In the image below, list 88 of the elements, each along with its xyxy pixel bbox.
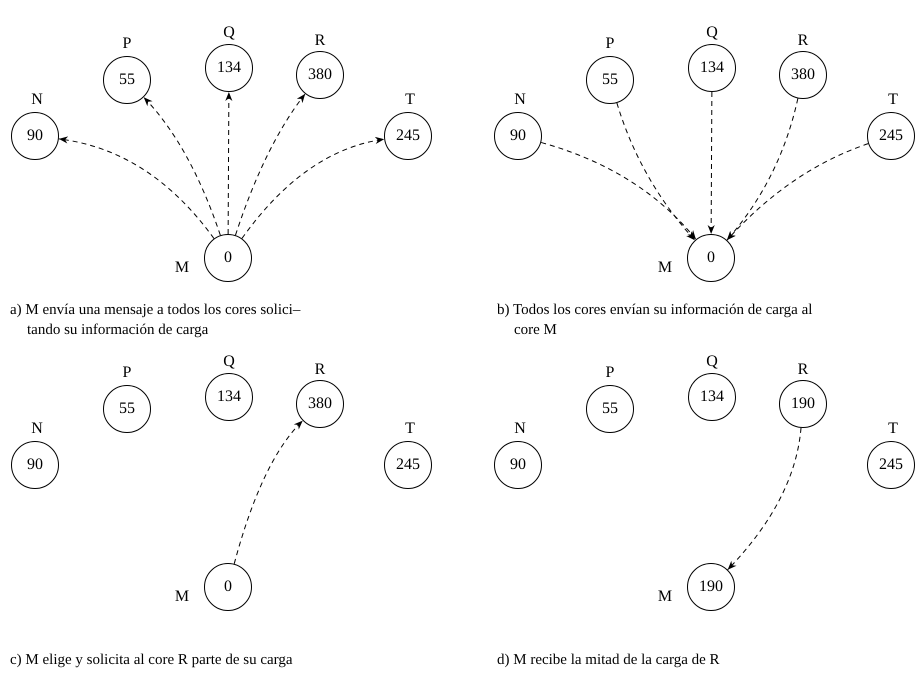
node-value: 134 — [217, 388, 241, 406]
node-value: 245 — [396, 127, 420, 145]
dashed-arrow — [234, 93, 306, 236]
node-letter: R — [314, 32, 326, 50]
node-letter: P — [122, 35, 132, 53]
node-value: 0 — [224, 249, 232, 267]
node-circle — [11, 112, 59, 160]
node-letter: N — [31, 420, 43, 438]
node-circle — [867, 112, 915, 160]
node-letter: R — [314, 361, 326, 379]
node-letter: N — [514, 91, 526, 109]
node-value: 55 — [119, 400, 135, 418]
dashed-arrow — [708, 92, 715, 234]
node-circle — [103, 385, 151, 433]
node-letter: Q — [223, 353, 235, 371]
caption: b) Todos los cores envían su información de carga al core M — [497, 301, 814, 340]
node-circle — [687, 234, 735, 282]
node-letter: T — [405, 91, 415, 109]
node-value: 0 — [707, 249, 715, 267]
node-circle — [384, 112, 432, 160]
node-value: 245 — [396, 456, 420, 474]
dashed-arrow — [540, 142, 696, 240]
node-circle — [688, 373, 736, 421]
node-letter: M — [658, 588, 672, 606]
node-value: 380 — [791, 66, 815, 84]
node-value: 90 — [27, 127, 43, 145]
node-circle — [205, 373, 253, 421]
node-letter: R — [798, 361, 808, 379]
dashed-arrow — [727, 427, 802, 570]
node-circle — [586, 385, 634, 433]
node-letter: M — [174, 259, 190, 277]
node-letter: T — [888, 91, 898, 109]
node-letter: P — [606, 35, 614, 53]
node-value: 134 — [700, 59, 724, 77]
caption: a) M envía una mensaje a todos los cores solici– tando su información de carga — [10, 301, 302, 340]
node-letter: M — [658, 259, 672, 277]
node-value: 90 — [27, 456, 43, 474]
node-value: 55 — [602, 400, 618, 418]
dashed-arrow — [143, 96, 221, 236]
node-letter: Q — [706, 24, 718, 42]
node-circle — [867, 441, 915, 489]
node-value: 380 — [308, 395, 332, 413]
node-value: 190 — [791, 395, 815, 413]
node-value: 90 — [510, 456, 526, 474]
dashed-arrow — [241, 137, 385, 239]
node-value: 134 — [700, 388, 724, 406]
dashed-arrow — [726, 98, 798, 241]
node-letter: T — [888, 420, 898, 438]
node-circle — [204, 563, 252, 611]
node-letter: Q — [223, 24, 235, 42]
dashed-arrow — [225, 92, 232, 234]
node-circle — [586, 56, 634, 104]
node-value: 0 — [224, 578, 232, 596]
node-letter: P — [606, 364, 614, 382]
dashed-arrow — [616, 102, 696, 241]
node-value: 55 — [119, 71, 135, 89]
node-value: 134 — [217, 59, 241, 77]
node-letter: Q — [706, 353, 718, 371]
node-letter: M — [174, 588, 190, 606]
node-circle — [494, 441, 542, 489]
node-circle — [384, 441, 432, 489]
node-circle — [103, 56, 151, 104]
caption: c) M elige y solicita al core R parte de su carga — [10, 651, 294, 670]
dashed-arrow — [234, 420, 304, 564]
node-letter: N — [31, 91, 43, 109]
node-circle — [494, 112, 542, 160]
node-value: 380 — [308, 66, 332, 84]
node-circle — [11, 441, 59, 489]
node-value: 245 — [879, 456, 903, 474]
node-circle — [205, 44, 253, 92]
node-letter: R — [798, 32, 808, 50]
caption: d) M recibe la mitad de la carga de R — [497, 651, 721, 670]
node-circle — [296, 380, 344, 428]
node-letter: T — [405, 420, 415, 438]
node-value: 90 — [510, 127, 526, 145]
node-circle — [688, 44, 736, 92]
dashed-arrow — [726, 143, 869, 241]
node-circle — [687, 563, 735, 611]
node-circle — [296, 51, 344, 99]
node-circle — [204, 234, 252, 282]
node-letter: N — [514, 420, 526, 438]
node-value: 55 — [602, 71, 618, 89]
node-value: 245 — [879, 127, 903, 145]
node-circle — [779, 51, 827, 99]
dashed-arrow — [58, 136, 214, 240]
node-circle — [779, 380, 827, 428]
node-value: 190 — [699, 578, 723, 596]
node-letter: P — [122, 364, 132, 382]
